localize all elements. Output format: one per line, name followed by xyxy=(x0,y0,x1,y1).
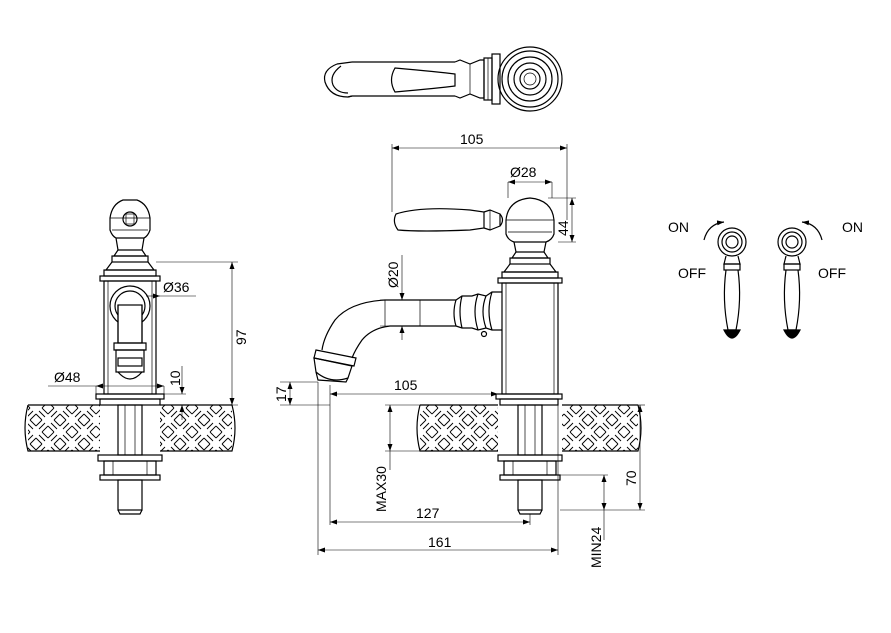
label-right-on: ON xyxy=(842,219,863,235)
label-left-off: OFF xyxy=(678,265,706,281)
label-side-reach-top: 105 xyxy=(460,131,484,147)
operation-detail xyxy=(703,220,823,339)
label-side-center-to-outlet: 127 xyxy=(416,505,440,521)
label-side-shank-length: 70 xyxy=(623,470,639,486)
top-view xyxy=(323,46,563,112)
label-side-spout-reach: 105 xyxy=(394,377,418,393)
front-view xyxy=(24,199,238,515)
labels: Ø36 97 Ø48 10 105 Ø28 44 Ø20 17 105 MAX3… xyxy=(54,131,863,568)
side-view xyxy=(280,144,645,555)
label-side-min-thickness: MIN24 xyxy=(588,527,604,568)
label-side-max-thickness: MAX30 xyxy=(373,466,389,512)
label-front-base-dia: Ø48 xyxy=(54,369,81,385)
label-side-handle-dia: Ø28 xyxy=(510,164,537,180)
label-side-spout-drop: 17 xyxy=(273,386,289,402)
label-left-on: ON xyxy=(668,219,689,235)
label-front-height: 97 xyxy=(233,329,249,345)
label-front-base-height: 10 xyxy=(167,370,183,386)
label-right-off: OFF xyxy=(818,265,846,281)
handle-right-icon xyxy=(777,220,823,339)
label-front-pipe-dia: Ø36 xyxy=(163,279,190,295)
label-side-handle-height: 44 xyxy=(555,220,571,236)
label-side-total-length: 161 xyxy=(428,534,452,550)
handle-left-icon xyxy=(703,220,747,339)
label-side-spout-dia: Ø20 xyxy=(385,261,401,288)
